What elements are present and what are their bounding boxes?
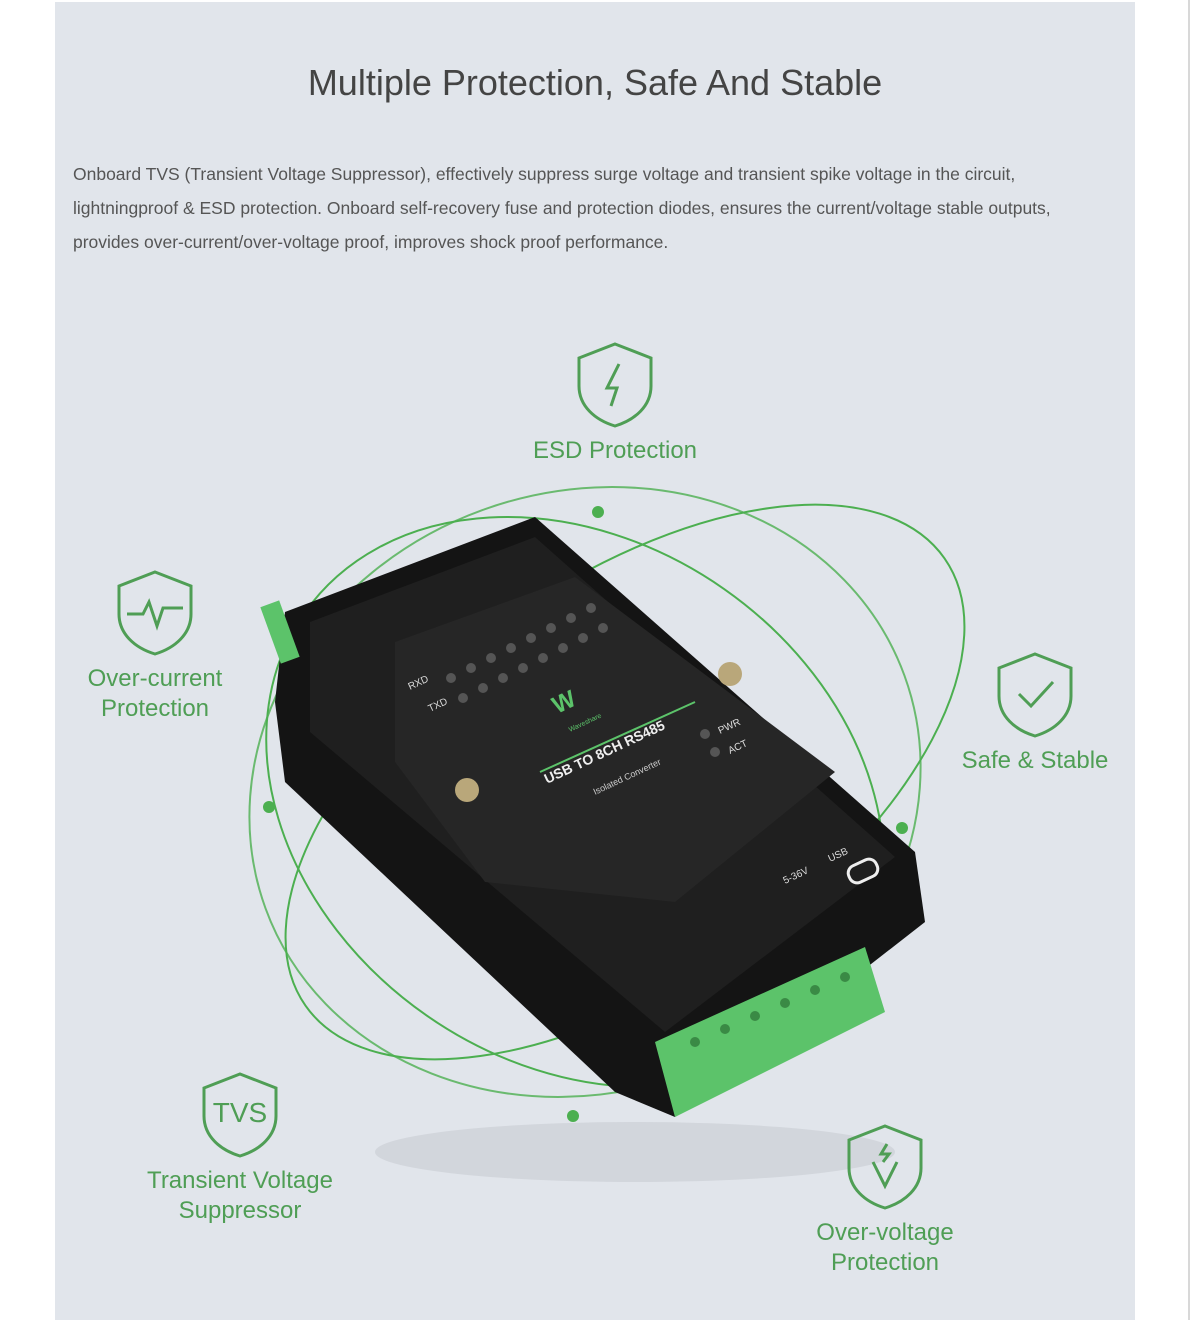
tvs-badge: TVS bbox=[213, 1097, 267, 1128]
scrollbar[interactable] bbox=[1188, 0, 1190, 1320]
feature-over-voltage: Over-voltage Protection bbox=[795, 1122, 975, 1278]
orbit-dots bbox=[263, 506, 908, 1122]
section-title: Multiple Protection, Safe And Stable bbox=[307, 62, 883, 103]
usb-rs485-converter: RXD TXD W Waveshare USB TO 8CH RS485 Iso… bbox=[260, 517, 925, 1117]
tvs-shield-icon: TVS bbox=[202, 1072, 278, 1158]
lightning-shield-icon bbox=[577, 342, 653, 428]
section-description: Onboard TVS (Transient Voltage Suppresso… bbox=[73, 164, 1051, 252]
feature-safe-stable: Safe & Stable bbox=[935, 650, 1135, 776]
feature-panel: Multiple Protection, Safe And Stable Onb… bbox=[55, 2, 1135, 1320]
voltage-shield-icon bbox=[847, 1124, 923, 1210]
feature-label: ESD Protection bbox=[532, 437, 698, 464]
check-shield-icon bbox=[997, 652, 1073, 738]
feature-label: Safe & Stable bbox=[961, 747, 1109, 774]
product-illustration: RXD TXD W Waveshare USB TO 8CH RS485 Iso… bbox=[248, 486, 966, 1182]
feature-over-current: Over-current Protection bbox=[55, 568, 255, 724]
feature-esd: ESD Protection bbox=[495, 340, 735, 466]
feature-label: Over-current Protection bbox=[87, 665, 223, 722]
feature-label: Over-voltage Protection bbox=[816, 1219, 954, 1276]
feature-tvs: TVS Transient Voltage Suppressor bbox=[110, 1070, 370, 1226]
feature-label: Transient Voltage Suppressor bbox=[147, 1167, 333, 1224]
pulse-shield-icon bbox=[117, 570, 193, 656]
